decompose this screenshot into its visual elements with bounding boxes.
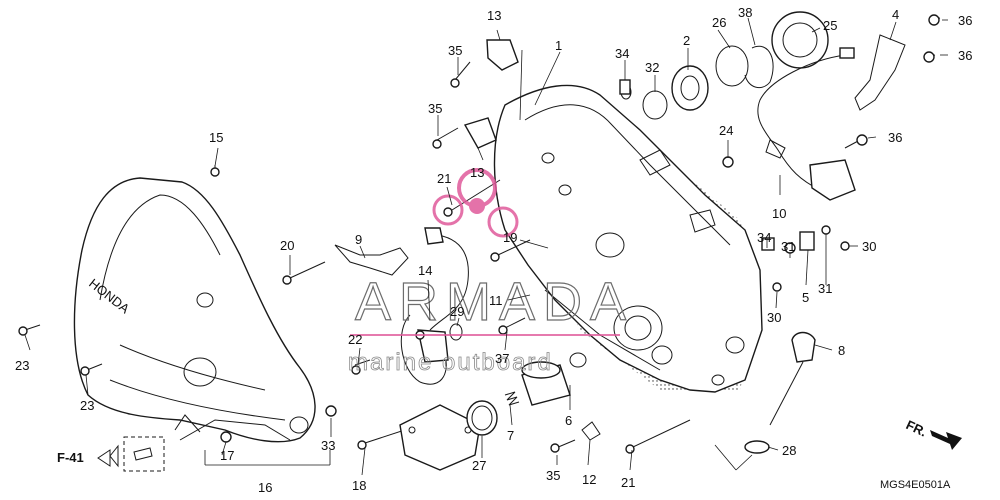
small-bracket-parts xyxy=(463,39,519,149)
reference-arrow-icon xyxy=(97,449,111,467)
callout-36-second: 36 xyxy=(958,48,972,63)
callout-8: 8 xyxy=(838,343,845,358)
callout-18: 18 xyxy=(352,478,366,493)
callout-5: 5 xyxy=(802,290,809,305)
callout-31-right: 31 xyxy=(818,281,832,296)
watermark-tagline: marine outboard xyxy=(348,349,553,376)
callout-38: 38 xyxy=(738,5,752,20)
callout-35-mid: 35 xyxy=(428,101,442,116)
watermark: ARMADA marine outboard xyxy=(348,168,634,376)
watermark-brand: ARMADA xyxy=(355,272,634,332)
callout-37: 37 xyxy=(495,351,509,366)
callout-21-bottom: 21 xyxy=(621,475,635,490)
callout-7: 7 xyxy=(507,428,514,443)
side-cover-part: HONDA xyxy=(73,177,316,443)
front-arrow-icon xyxy=(930,430,962,450)
callout-32: 32 xyxy=(645,60,659,75)
front-direction-arrow: FR. xyxy=(904,417,962,450)
callout-36-top: 36 xyxy=(958,13,972,28)
callout-17: 17 xyxy=(220,448,234,463)
callout-23-left: 23 xyxy=(15,358,29,373)
callout-36-third: 36 xyxy=(888,130,902,145)
callout-35-top: 35 xyxy=(448,43,462,58)
callout-2: 2 xyxy=(683,33,690,48)
callout-35-bottom: 35 xyxy=(546,468,560,483)
plate-cover-part xyxy=(399,404,481,471)
crankcase-cover-part xyxy=(493,84,763,393)
callout-4: 4 xyxy=(892,7,899,22)
callout-26: 26 xyxy=(712,15,726,30)
callout-9: 9 xyxy=(355,232,362,247)
callout-21-top: 21 xyxy=(437,171,451,186)
callout-27: 27 xyxy=(472,458,486,473)
callout-30-lower: 30 xyxy=(767,310,781,325)
front-marker-label: FR. xyxy=(904,417,929,439)
callout-29: 29 xyxy=(450,304,464,319)
callout-6: 6 xyxy=(565,413,572,428)
callout-12: 12 xyxy=(582,472,596,487)
cover-bracket-part xyxy=(109,414,291,472)
callout-24: 24 xyxy=(719,123,733,138)
callout-labels: 1 2 4 5 6 7 8 9 10 11 12 13 13 14 15 16 … xyxy=(15,5,972,495)
clip-12-part xyxy=(581,421,601,441)
small-fitting-parts xyxy=(619,79,850,292)
callout-20: 20 xyxy=(280,238,294,253)
callout-15: 15 xyxy=(209,130,223,145)
drawing-code: MGS4E0501A xyxy=(880,479,951,491)
washer-33-part xyxy=(325,405,337,417)
callout-1: 1 xyxy=(555,38,562,53)
sensor-harness-part xyxy=(757,34,906,201)
callout-14: 14 xyxy=(418,263,432,278)
washer-17-part xyxy=(220,431,232,443)
pulse-sensor-part xyxy=(334,227,469,385)
callout-10: 10 xyxy=(772,206,786,221)
callout-19: 19 xyxy=(503,230,517,245)
callout-13-mid: 13 xyxy=(470,165,484,180)
callout-30-right: 30 xyxy=(862,239,876,254)
oil-filter-part xyxy=(504,352,587,406)
callout-28: 28 xyxy=(782,443,796,458)
callout-16: 16 xyxy=(258,480,272,495)
callout-34-top: 34 xyxy=(615,46,629,61)
callout-13-top: 13 xyxy=(487,8,501,23)
dipstick-part xyxy=(744,331,816,454)
callout-11: 11 xyxy=(489,293,503,308)
callout-22: 22 xyxy=(348,332,362,347)
callout-25: 25 xyxy=(823,18,837,33)
watermark-logo-icon xyxy=(432,168,519,238)
reference-label: F-41 xyxy=(57,450,84,465)
callout-33: 33 xyxy=(321,438,335,453)
callout-31-upper: 31 xyxy=(781,239,795,254)
leader-lines xyxy=(24,17,948,476)
callout-34-mid: 34 xyxy=(757,230,771,245)
callout-23-lower: 23 xyxy=(80,398,94,413)
bolt-parts xyxy=(18,14,941,454)
